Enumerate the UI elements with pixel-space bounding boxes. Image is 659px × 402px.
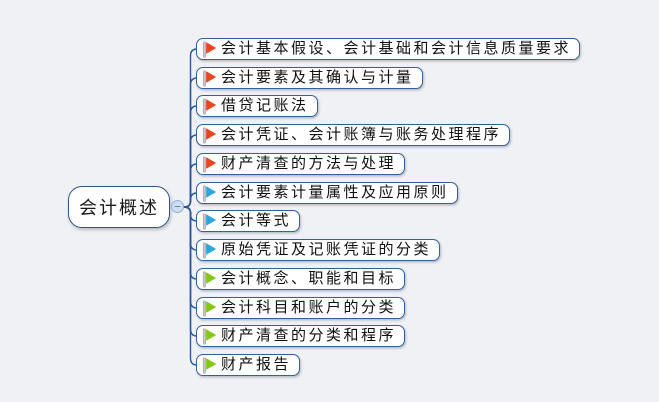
- collapse-toggle[interactable]: −: [171, 200, 184, 213]
- branch-node[interactable]: 会计要素及其确认与计量: [196, 67, 423, 89]
- root-node[interactable]: 会计概述: [68, 186, 170, 228]
- branch-node[interactable]: 会计要素计量属性及应用原则: [196, 182, 458, 204]
- flag-blue-icon: [202, 185, 217, 201]
- branch-node[interactable]: 会计基本假设、会计基础和会计信息质量要求: [196, 38, 581, 60]
- flag-red-icon: [202, 156, 217, 172]
- branch-node[interactable]: 会计等式: [196, 210, 301, 232]
- flag-red-icon: [202, 127, 217, 143]
- flag-green-icon: [202, 357, 217, 373]
- branch-label: 会计概念、职能和目标: [221, 270, 397, 287]
- branch-node[interactable]: 财产清查的方法与处理: [196, 153, 406, 175]
- flag-green-icon: [202, 300, 217, 316]
- flag-green-icon: [202, 328, 217, 344]
- flag-blue-icon: [202, 242, 217, 258]
- branch-label: 会计凭证、会计账簿与账务处理程序: [221, 126, 502, 143]
- branch-node[interactable]: 会计科目和账户的分类: [196, 297, 406, 319]
- flag-green-icon: [202, 271, 217, 287]
- flag-blue-icon: [202, 213, 217, 229]
- branch-label: 财产清查的方法与处理: [221, 155, 397, 172]
- branch-node[interactable]: 财产报告: [196, 354, 301, 376]
- branch-label: 借贷记账法: [221, 97, 309, 114]
- branch-label: 财产报告: [221, 356, 292, 373]
- branch-label: 原始凭证及记账凭证的分类: [221, 241, 432, 258]
- branch-node[interactable]: 会计凭证、会计账簿与账务处理程序: [196, 124, 511, 146]
- minus-icon: −: [174, 200, 181, 213]
- flag-red-icon: [202, 98, 217, 114]
- branch-node[interactable]: 会计概念、职能和目标: [196, 268, 406, 290]
- root-node-label: 会计概述: [79, 198, 159, 218]
- branch-label: 会计要素及其确认与计量: [221, 69, 414, 86]
- branch-label: 会计科目和账户的分类: [221, 299, 397, 316]
- branch-label: 财产清查的分类和程序: [221, 327, 397, 344]
- branch-label: 会计基本假设、会计基础和会计信息质量要求: [221, 40, 572, 57]
- branch-node[interactable]: 财产清查的分类和程序: [196, 325, 406, 347]
- flag-red-icon: [202, 70, 217, 86]
- branch-label: 会计要素计量属性及应用原则: [221, 184, 449, 201]
- branch-node[interactable]: 原始凭证及记账凭证的分类: [196, 239, 441, 261]
- branch-label: 会计等式: [221, 212, 292, 229]
- branch-node[interactable]: 借贷记账法: [196, 95, 318, 117]
- flag-red-icon: [202, 41, 217, 57]
